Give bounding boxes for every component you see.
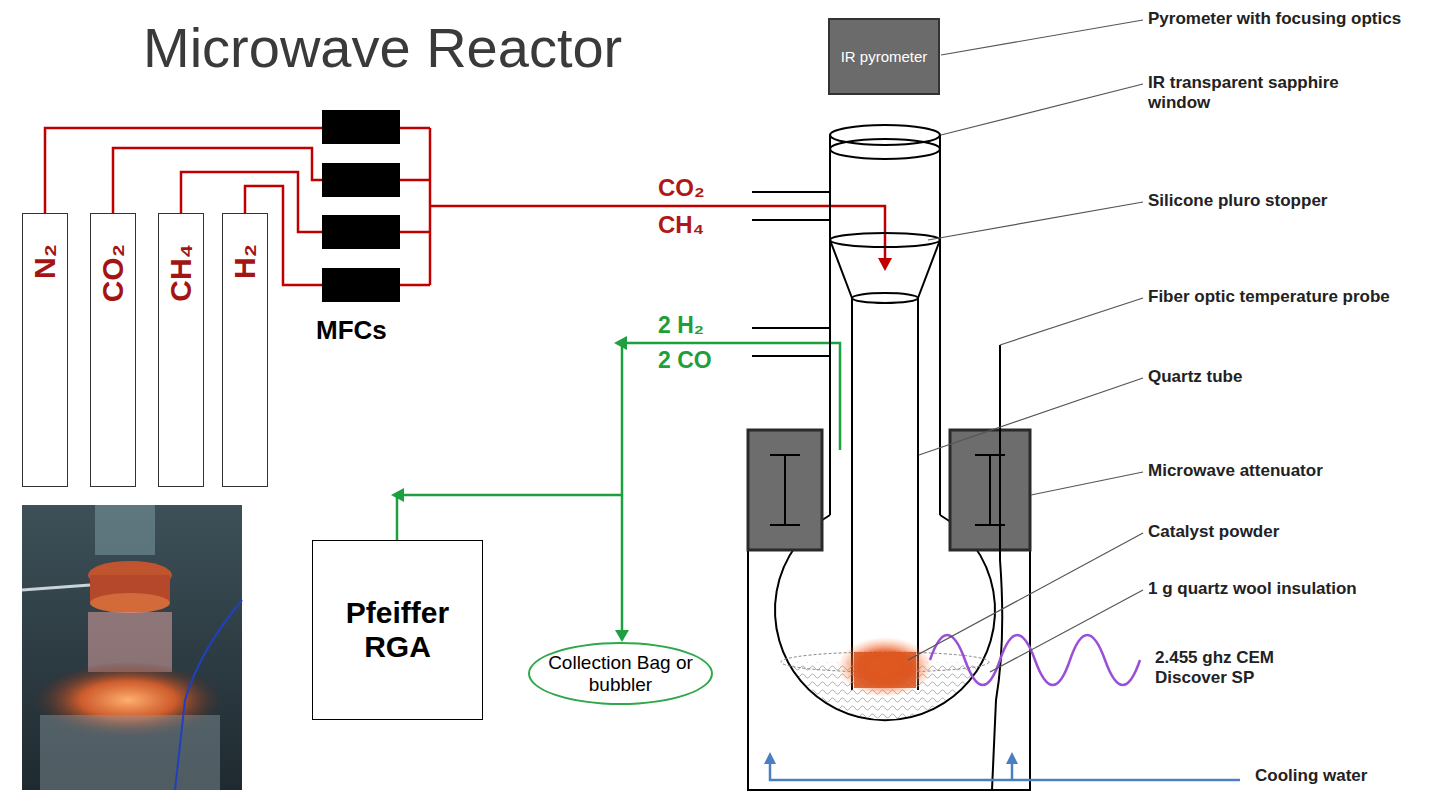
catalyst-bed [854, 652, 916, 688]
catalyst-glow [837, 637, 933, 697]
arrow-head [878, 258, 892, 271]
instrument-box: IR pyrometer [828, 18, 940, 95]
part-label: 1 g quartz wool insulation [1148, 579, 1357, 599]
microwave-wave [930, 635, 1140, 685]
gas-name: N₂ [28, 244, 63, 279]
arrow-heads [764, 752, 1018, 764]
gas-cylinder: H₂ [222, 213, 268, 487]
gas-inlet-label: CH₄ [658, 211, 704, 239]
mfc-blocks [322, 110, 400, 302]
gas-cylinder: N₂ [22, 213, 68, 487]
gas-cylinder: CO₂ [90, 213, 136, 487]
microwave-attenuator [748, 430, 1030, 550]
part-label: IR transparent sapphire window [1148, 73, 1363, 112]
node-text: Collection Bag or bubbler [530, 652, 711, 696]
reactor-vessel [748, 125, 1030, 790]
collection-ellipse: Collection Bag or bubbler [528, 642, 713, 705]
part-label: Microwave attenuator [1148, 461, 1323, 481]
part-label: Catalyst powder [1148, 522, 1279, 542]
gas-name: H₂ [228, 244, 263, 279]
reactor-photo [22, 505, 242, 790]
part-label: Silicone pluro stopper [1148, 191, 1327, 211]
fiber-probe [992, 345, 1002, 790]
part-label: Fiber optic temperature probe [1148, 287, 1390, 307]
gas-name: CH₄ [164, 244, 199, 302]
node-text: Pfeiffer RGA [313, 596, 482, 665]
analyzer-box: Pfeiffer RGA [312, 540, 483, 720]
part-label: Pyrometer with focusing optics [1148, 9, 1401, 29]
mfc-label: MFCs [316, 316, 387, 346]
title-text: Microwave Reactor [143, 16, 622, 80]
part-label: Cooling water [1255, 766, 1367, 786]
gas-inlet-label: CO₂ [658, 174, 705, 202]
node-text: IR pyrometer [835, 48, 934, 65]
product-label: 2 H₂ [658, 312, 704, 338]
frequency-label: 2.455 ghz CEM Discover SP [1155, 648, 1320, 687]
product-label: 2 CO [658, 347, 712, 373]
gas-name: CO₂ [96, 244, 131, 302]
gas-cylinder: CH₄ [158, 213, 204, 487]
cooling-water-line [770, 762, 1240, 780]
leader-lines [908, 20, 1143, 672]
part-label: Quartz tube [1148, 367, 1242, 387]
